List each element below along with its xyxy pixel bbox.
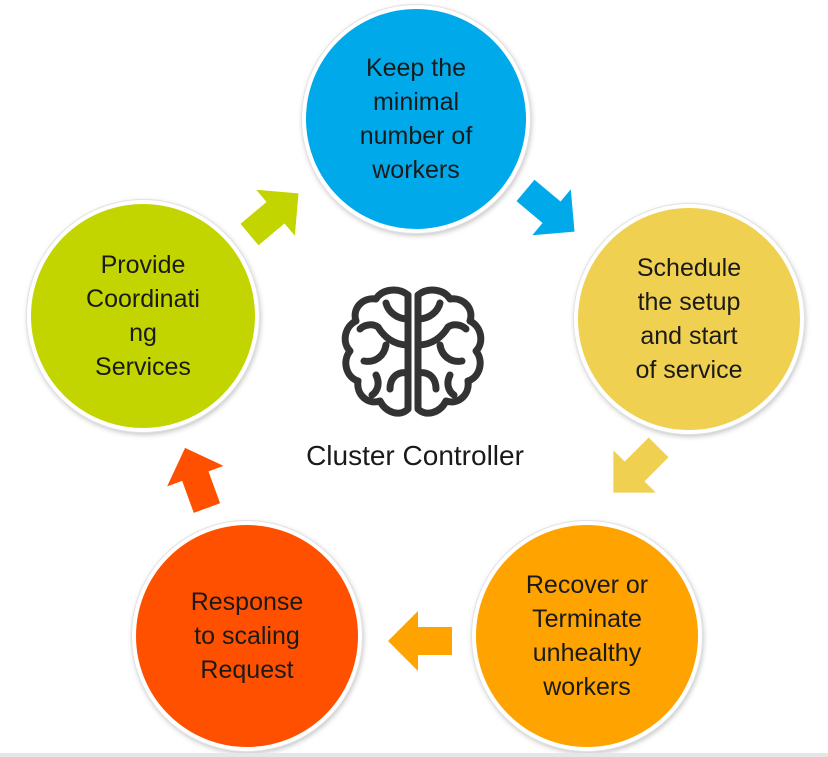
step-coordinating-services: Provide Coordinati ng Services (27, 200, 259, 432)
brain-icon (338, 283, 488, 433)
arrow-blue-icon (499, 160, 600, 261)
center-label: Cluster Controller (306, 440, 524, 471)
arrow-shape (613, 437, 669, 493)
step-label: Recover or Terminate unhealthy workers (525, 571, 649, 701)
arrow-yellow-icon (585, 419, 687, 521)
bottom-divider (0, 753, 828, 757)
step-label: Response to scaling Request (190, 588, 304, 684)
step-recover-terminate: Recover or Terminate unhealthy workers (472, 521, 702, 751)
arrow-shape (240, 189, 299, 246)
arrow-shape (516, 179, 575, 236)
step-label: Schedule the setup and start of service (635, 254, 743, 384)
arrow-red-icon (150, 432, 242, 524)
step-response-scaling: Response to scaling Request (132, 521, 362, 751)
step-label: Keep the minimal number of workers (359, 54, 473, 184)
arrow-orange-icon (384, 605, 456, 677)
arrow-shape (388, 611, 452, 671)
arrow-green-icon (223, 163, 324, 264)
arrow-shape (167, 447, 224, 513)
step-schedule-setup: Schedule the setup and start of service (574, 204, 804, 434)
step-keep-minimal-workers: Keep the minimal number of workers (302, 5, 530, 233)
step-label: Provide Coordinati ng Services (86, 251, 200, 381)
